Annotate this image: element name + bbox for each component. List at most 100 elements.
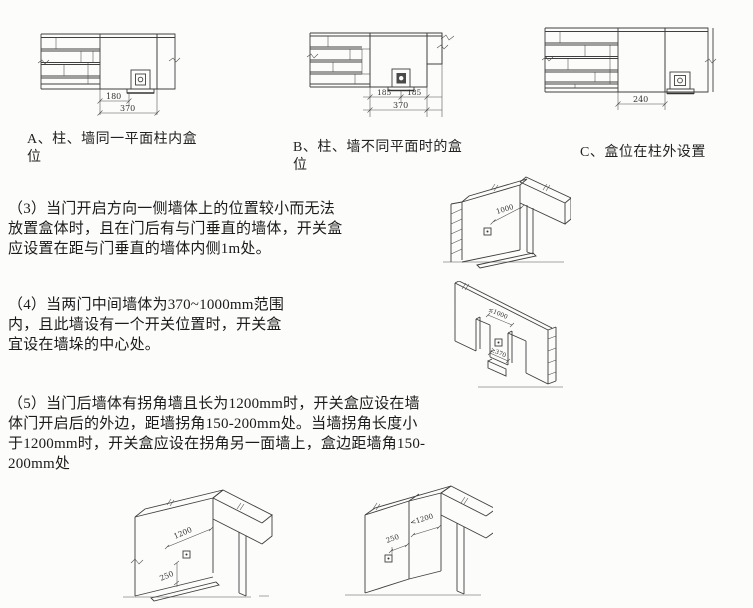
caption-a-line2: 位 bbox=[27, 149, 42, 165]
paragraph-4-line3: 宜设在墙垛的中心处。 bbox=[8, 337, 161, 353]
paragraph-3-line2: 放置盒体时，且在门后有与门垂直的墙体，开关盒 bbox=[8, 221, 343, 237]
dim-text-185-left: 185 bbox=[377, 88, 392, 97]
box-dot bbox=[486, 230, 489, 233]
dim-line-180 bbox=[97, 98, 132, 104]
edge-break bbox=[130, 558, 144, 565]
brick-wall-hatch bbox=[664, 27, 709, 93]
end-hatch bbox=[547, 335, 557, 376]
box-dot bbox=[185, 553, 188, 556]
dim-line-max bbox=[485, 312, 515, 328]
break-marks bbox=[372, 502, 381, 511]
dim-text-180: 180 bbox=[106, 92, 121, 101]
toothing-joint bbox=[361, 48, 371, 75]
axonometric-pier-between-doors: ≤1000 ≥370 bbox=[450, 281, 568, 393]
dim-text-250: 250 bbox=[385, 533, 400, 545]
box-dot bbox=[387, 557, 390, 560]
dim-text-370: 370 bbox=[393, 101, 408, 110]
beam-break-marks bbox=[460, 496, 469, 505]
dim-line-240 bbox=[615, 101, 668, 107]
brick-wall-hatch bbox=[156, 33, 176, 90]
brick-joints bbox=[327, 36, 356, 84]
perpendicular-beam bbox=[212, 489, 273, 545]
dim-line-1200 bbox=[164, 526, 214, 550]
dim-text-370: 370 bbox=[120, 104, 135, 113]
break-marks bbox=[37, 57, 181, 65]
dim-line-1000 bbox=[490, 204, 525, 225]
wall-top-face bbox=[134, 489, 224, 518]
box-knockout bbox=[677, 77, 683, 84]
box-knockout bbox=[137, 76, 144, 83]
perpendicular-beam bbox=[440, 485, 493, 539]
paragraph-5-line1: （5）当门后墙体有拐角墙且长为1200mm时，开关盒应设在墙 bbox=[8, 396, 420, 412]
switch-box bbox=[384, 554, 393, 563]
floor-strip bbox=[150, 581, 220, 602]
axonometric-corner-wall-1200: 1200 250 bbox=[121, 483, 273, 602]
caption-c-line1: C、盒位在柱外设置 bbox=[580, 145, 706, 160]
paragraph-5-line4: 200mm处 bbox=[8, 456, 71, 472]
brick-joints bbox=[559, 31, 611, 88]
dim-text-1000: 1000 bbox=[495, 203, 514, 216]
dim-line-under-1200 bbox=[410, 524, 442, 538]
paragraph-5-line2: 体门开启后的外边，距墙拐角150-200mm处。当墙拐角长度小 bbox=[8, 416, 418, 432]
extension-lines bbox=[99, 89, 158, 115]
caption-a-line1: A、柱、墙同一平面柱内盒 bbox=[27, 132, 198, 147]
dim-text-250: 250 bbox=[158, 569, 175, 583]
wall-outline bbox=[454, 281, 557, 385]
dim-text-240: 240 bbox=[633, 95, 648, 104]
extension-lines bbox=[617, 92, 666, 110]
axonometric-corner-wall-under-1200: 250 <1200 bbox=[341, 483, 493, 602]
floor-strip bbox=[476, 252, 537, 269]
dim-line-185-185 bbox=[363, 94, 442, 100]
switch-box bbox=[130, 69, 151, 90]
brick-courses bbox=[310, 46, 370, 85]
break-marks bbox=[166, 498, 175, 507]
switch-box bbox=[494, 338, 503, 347]
ground-line bbox=[123, 595, 269, 598]
pier-base bbox=[487, 356, 509, 377]
caption-b-line2: 位 bbox=[293, 157, 308, 173]
break-marks bbox=[306, 34, 455, 59]
dim-line-370 bbox=[97, 110, 160, 116]
dim-text-1200: 1200 bbox=[172, 525, 193, 541]
door-jamb bbox=[456, 523, 465, 595]
paragraph-3: （3）当门开启方向一侧墙体上的位置较小而无法 放置盒体时，且在门后有与门垂直的墙… bbox=[8, 199, 342, 259]
figure-b-box-different-plane: 185 185 370 bbox=[300, 22, 460, 130]
door-opening-right bbox=[507, 330, 549, 385]
return-wall-face bbox=[364, 500, 410, 594]
figure-c-caption: C、盒位在柱外设置 bbox=[580, 144, 706, 162]
wall-outline bbox=[40, 33, 175, 90]
brick-courses bbox=[41, 48, 100, 85]
end-hatch bbox=[450, 208, 463, 255]
break-marks bbox=[490, 183, 499, 192]
box-dot bbox=[497, 341, 500, 344]
figure-b-caption: B、柱、墙不同平面时的盒 位 bbox=[293, 139, 462, 174]
dim-line-370 bbox=[363, 107, 442, 113]
axonometric-door-side-wall: 1000 bbox=[443, 168, 571, 270]
dim-line-250 bbox=[173, 560, 180, 587]
paragraph-4-line1: （4）当两门中间墙体为370~1000mm范围 bbox=[8, 297, 285, 313]
switch-box-inner bbox=[135, 73, 146, 86]
wall-face bbox=[134, 497, 214, 597]
box-knockout bbox=[399, 76, 404, 81]
brick-joints bbox=[55, 37, 94, 84]
caption-b-line1: B、柱、墙不同平面时的盒 bbox=[293, 140, 463, 155]
concrete-column-hatch bbox=[99, 33, 158, 90]
switch-box bbox=[483, 227, 492, 236]
concrete-column-hatch bbox=[617, 27, 666, 93]
door-jamb bbox=[238, 532, 247, 597]
dim-text-under-1200: <1200 bbox=[409, 512, 434, 527]
dim-line-min bbox=[487, 350, 511, 364]
wall-top-face bbox=[461, 178, 528, 203]
dim-text-185-right: 185 bbox=[407, 88, 422, 97]
break-marks bbox=[461, 282, 470, 291]
beam-break-marks bbox=[542, 183, 551, 192]
extension-lines bbox=[369, 64, 443, 117]
door-opening-left bbox=[454, 316, 491, 357]
switch-box bbox=[669, 71, 691, 90]
figure-a-box-in-column-same-plane: 180 370 bbox=[36, 16, 186, 118]
dim-line-250 bbox=[388, 542, 410, 555]
paragraph-5-line3: 于1200mm时，开关盒应设在拐角另一面墙上，盒边距墙角150- bbox=[8, 436, 426, 452]
door-jamb bbox=[526, 205, 534, 255]
main-wall-face bbox=[408, 492, 442, 580]
